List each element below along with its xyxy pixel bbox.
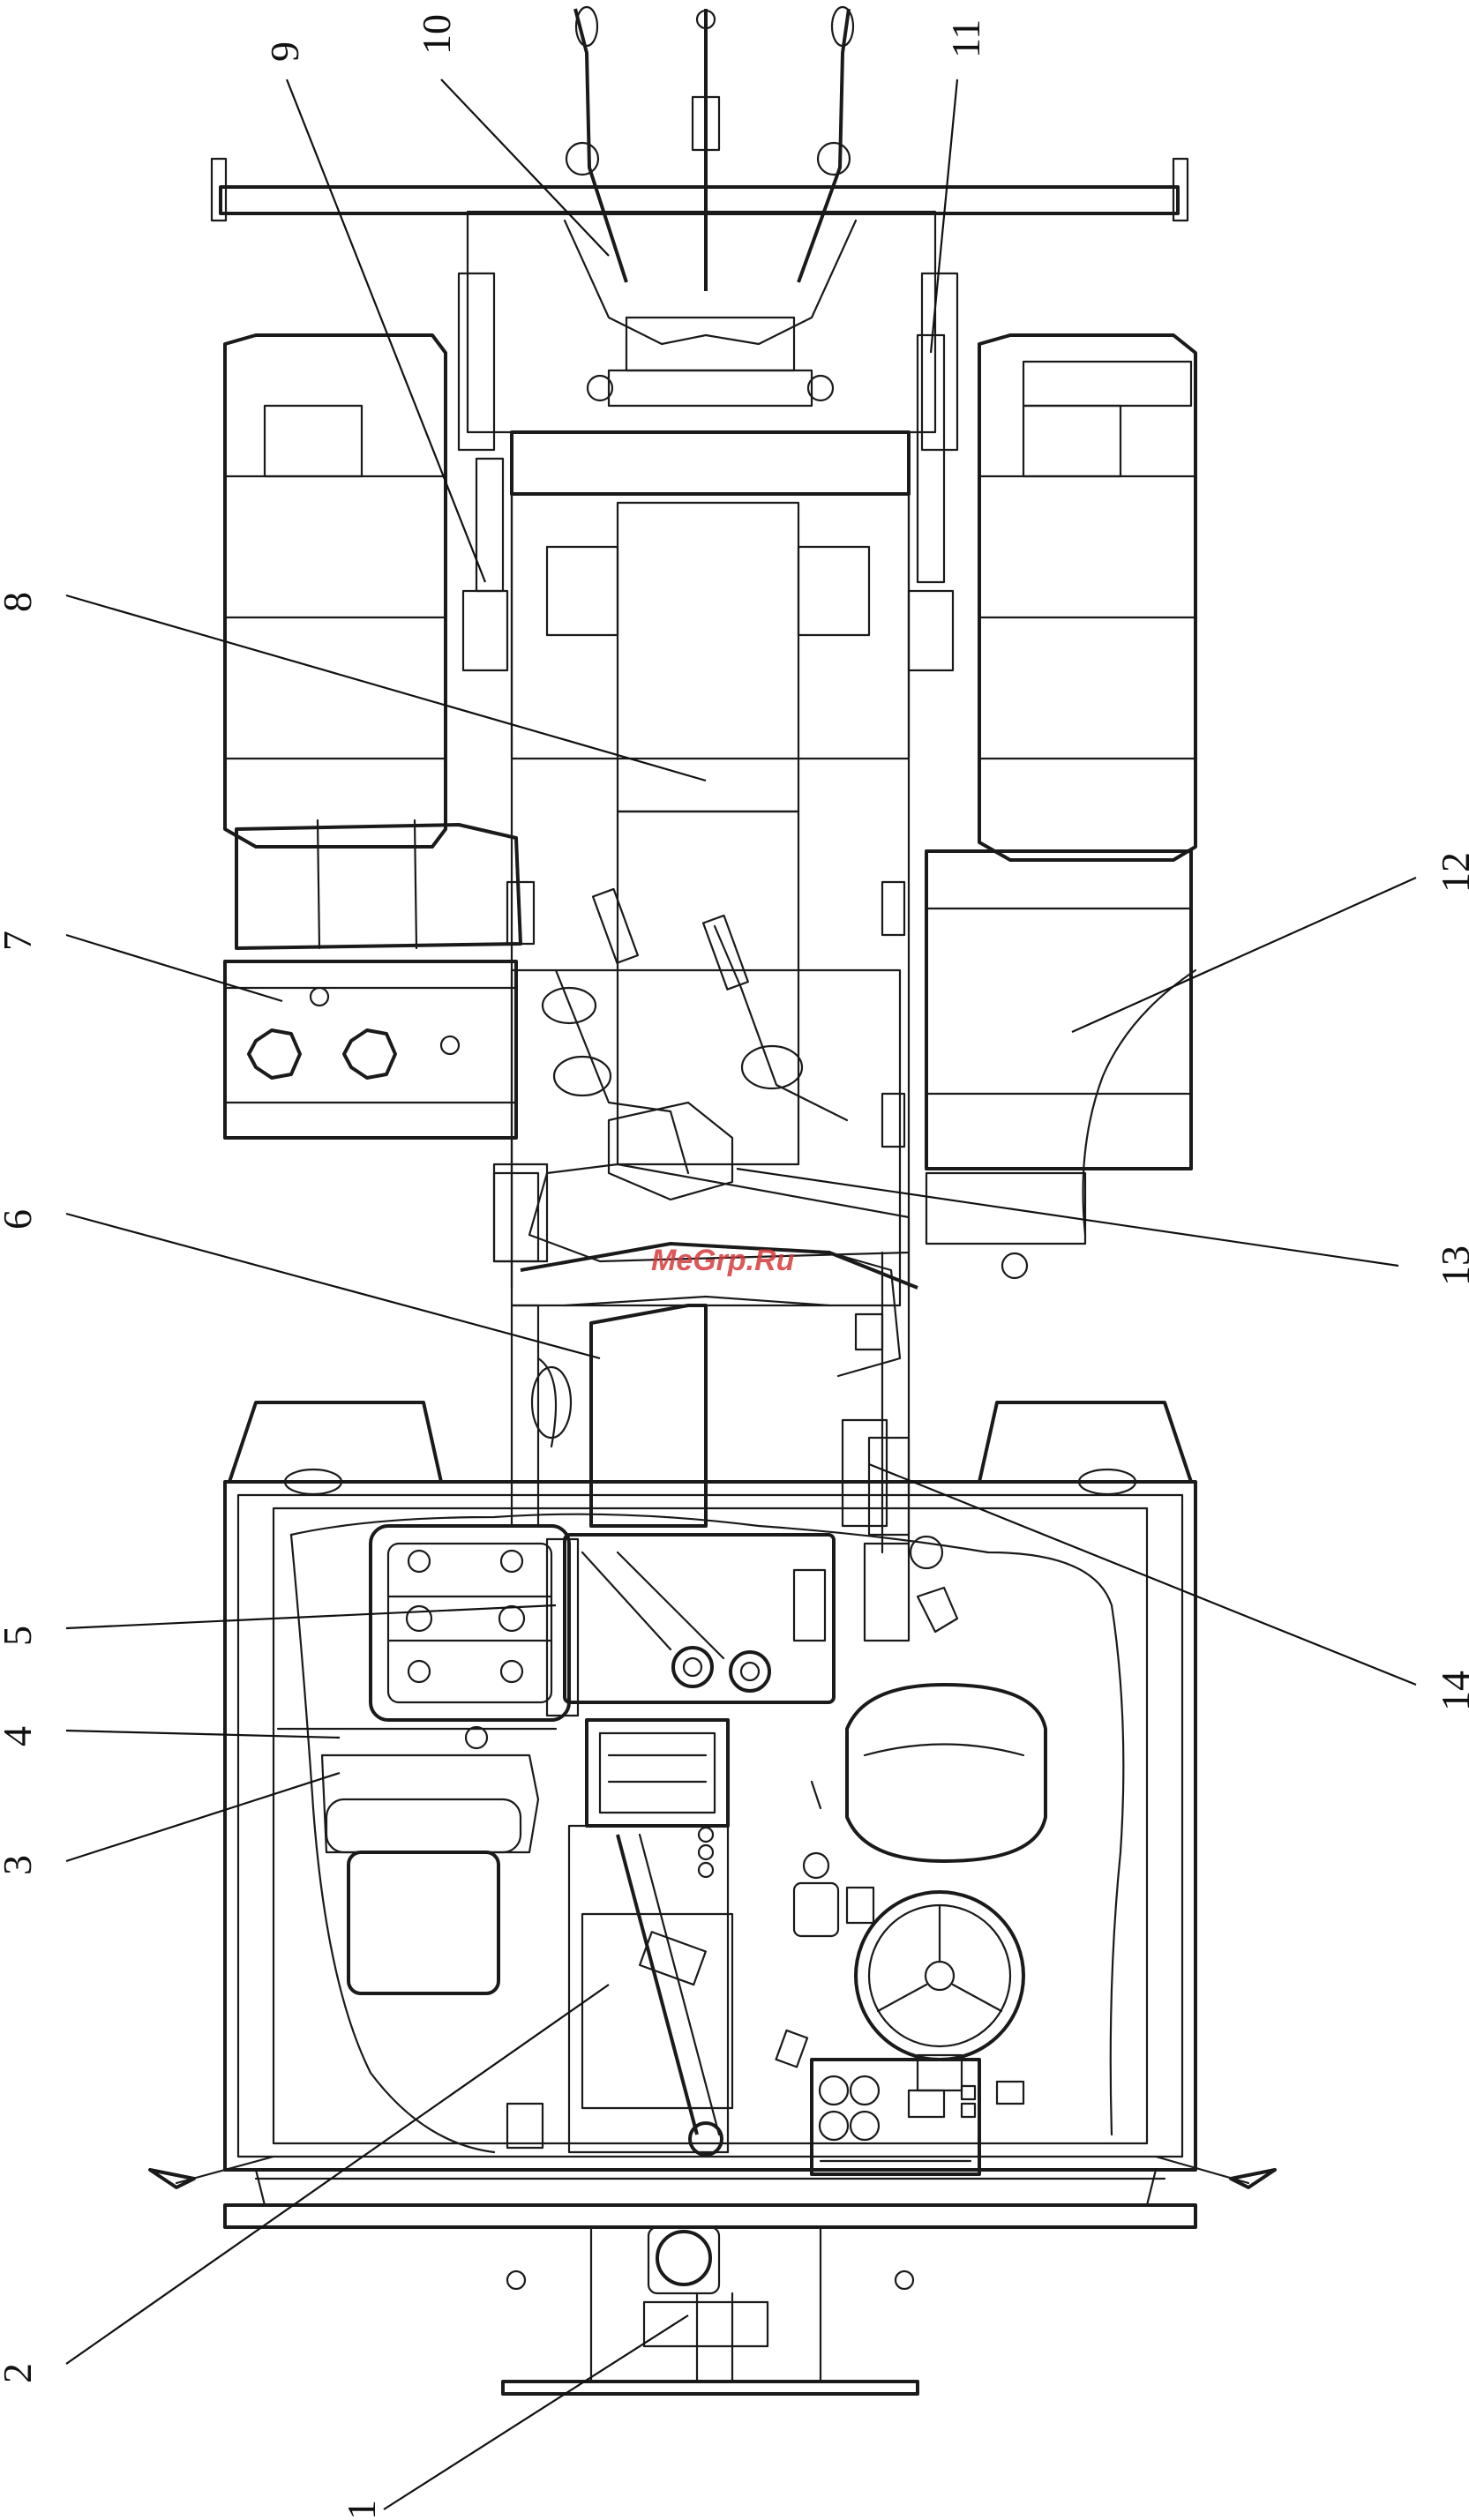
- callout-11: 11: [943, 19, 988, 58]
- cab-cutaway: [291, 1514, 1123, 2152]
- rear-left-wheel: [225, 335, 446, 847]
- callout-10: 10: [414, 14, 459, 55]
- battery-pack: [371, 1526, 578, 1720]
- callout-7: 7: [0, 931, 40, 951]
- callout-14: 14: [1433, 1671, 1469, 1711]
- cab-floor: [507, 1826, 732, 2155]
- right-side-tank: [926, 851, 1195, 1278]
- callout-9: 9: [262, 41, 307, 62]
- callout-3: 3: [0, 1855, 40, 1875]
- front-bumper: [150, 2157, 1275, 2289]
- callout-1: 1: [339, 2500, 384, 2520]
- rear-hitch-assembly: [212, 7, 1188, 406]
- watermark: MeGrp.Ru: [651, 1244, 795, 1277]
- callout-12: 12: [1433, 852, 1469, 893]
- callout-6: 6: [0, 1209, 40, 1230]
- front-hitch: [503, 2227, 918, 2394]
- callout-5: 5: [0, 1626, 40, 1646]
- operator-seat: [847, 1438, 1046, 1861]
- callout-13: 13: [1433, 1245, 1469, 1286]
- fuel-tank: [225, 820, 534, 1138]
- callout-2: 2: [0, 2363, 40, 2383]
- engine-block: [565, 1535, 957, 1702]
- control-levers: [776, 1782, 838, 2067]
- leader-lines: [66, 79, 1416, 2509]
- callout-4: 4: [0, 1726, 40, 1746]
- left-console: [278, 1727, 556, 1993]
- callout-8: 8: [0, 592, 40, 612]
- transmission-housing: [494, 882, 904, 1305]
- rear-right-wheel: [979, 335, 1195, 860]
- electrical-panel: [587, 1720, 728, 1877]
- cab-outline: [225, 1402, 1195, 2170]
